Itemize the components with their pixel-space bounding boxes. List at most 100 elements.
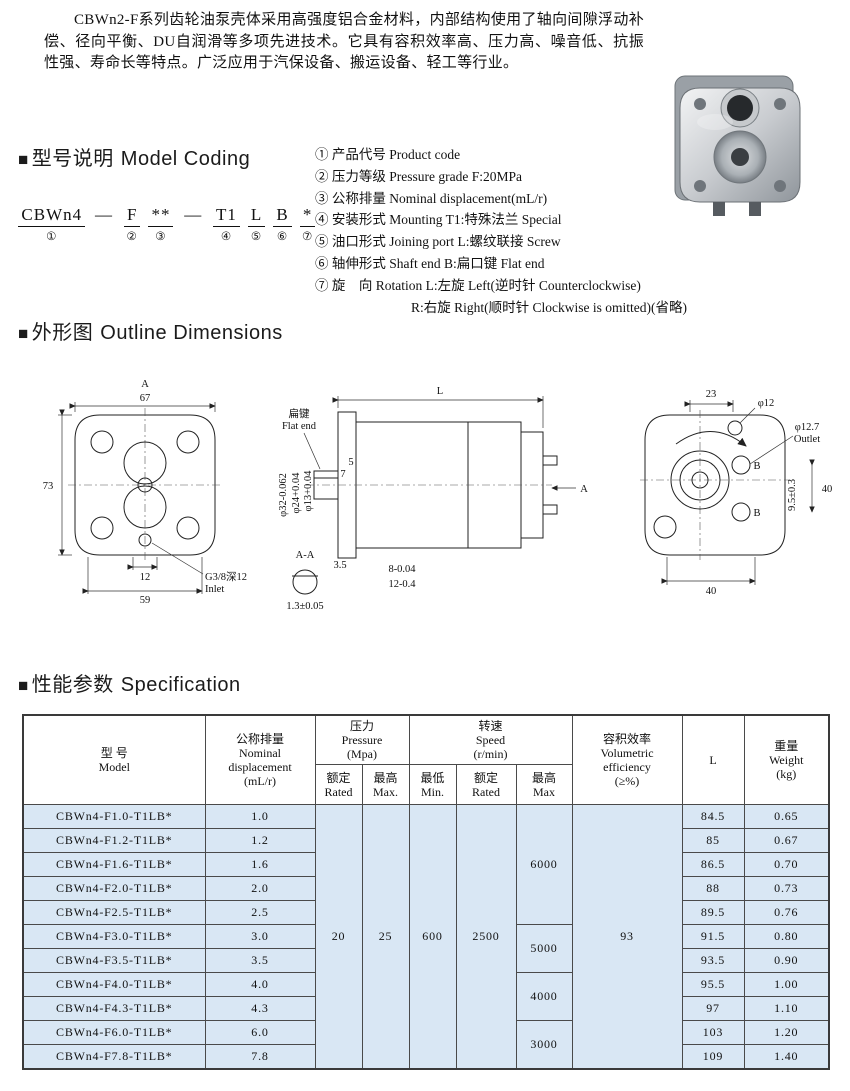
dim-35-label: 3.5 xyxy=(333,560,346,571)
disp-cell: 2.0 xyxy=(204,876,316,901)
spec-row: CBWn4-F2.5-T1LB* 2.5 89.5 0.76 xyxy=(22,900,830,925)
front-view: A 67 73 12 59 G3/8深12 Inlet xyxy=(43,379,247,606)
efficiency-cell: 93 xyxy=(571,804,683,1069)
coding-note: ⑥ 轴伸形式 Shaft end B:扁口键 Flat end xyxy=(315,255,545,271)
disp-cell: 2.5 xyxy=(204,900,316,925)
model-cell: CBWn4-F4.3-T1LB* xyxy=(22,996,206,1021)
disp-cell: 1.6 xyxy=(204,852,316,877)
disp-cell: 3.0 xyxy=(204,924,316,949)
dia-127-label: φ12.7 xyxy=(795,422,819,433)
product-photo xyxy=(674,75,801,216)
section-bullet: ■ xyxy=(18,150,29,169)
model-cell: CBWn4-F4.0-T1LB* xyxy=(22,972,206,997)
dim-67-label: 67 xyxy=(140,393,151,404)
section-title-en: Outline Dimensions xyxy=(100,322,283,344)
header-efficiency: 容积效率 Volumetric efficiency (≥%) xyxy=(571,714,683,805)
header-speed-max: 最高 Max xyxy=(515,764,573,805)
coding-note: ④ 安装形式 Mounting T1:特殊法兰 Special xyxy=(315,212,562,228)
l-cell: 95.5 xyxy=(681,972,745,997)
model-cell: CBWn4-F7.8-T1LB* xyxy=(22,1044,206,1069)
weight-cell: 1.10 xyxy=(743,996,830,1021)
flat-key-en-label: Flat end xyxy=(282,421,317,432)
weight-cell: 1.00 xyxy=(743,972,830,997)
model-cell: CBWn4-F3.5-T1LB* xyxy=(22,948,206,973)
side-view: L 扁键 Flat end φ32-0.062 φ24+0.04 φ13+0.0… xyxy=(278,386,588,612)
section-title-zh: 型号说明 xyxy=(31,148,114,170)
model-cell: CBWn4-F1.6-T1LB* xyxy=(22,852,206,877)
weight-cell: 0.76 xyxy=(743,900,830,925)
l-cell: 91.5 xyxy=(681,924,745,949)
section-bullet: ■ xyxy=(18,324,29,343)
spec-row: CBWn4-F7.8-T1LB* 7.8 109 1.40 xyxy=(22,1044,830,1069)
l-cell: 89.5 xyxy=(681,900,745,925)
rear-view: B B 23 φ12 φ12.7 Outlet 9.5±0.3 40 40 xyxy=(640,389,832,597)
inlet-label: Inlet xyxy=(205,584,224,595)
inlet-thread-label: G3/8深12 xyxy=(205,571,247,583)
dia-24-label: φ24+0.04 xyxy=(291,472,302,514)
spec-row: CBWn4-F4.0-T1LB* 4.0 4000 95.5 1.00 xyxy=(22,972,830,1021)
coding-note: ② 压力等级 Pressure grade F:20MPa xyxy=(315,168,522,184)
dim-12key-label: 12-0.4 xyxy=(388,579,416,590)
coding-note: ③ 公称排量 Nominal displacement(mL/r) xyxy=(315,190,548,206)
spec-row: CBWn4-F3.0-T1LB* 3.0 5000 91.5 0.80 xyxy=(22,924,830,973)
weight-cell: 1.20 xyxy=(743,1020,830,1045)
l-cell: 97 xyxy=(681,996,745,1021)
speed-max-cell: 5000 xyxy=(515,924,573,973)
disp-cell: 7.8 xyxy=(204,1044,316,1069)
dia-13-label: φ13+0.04 xyxy=(303,470,314,512)
speed-max-cell: 3000 xyxy=(515,1020,573,1069)
weight-cell: 0.67 xyxy=(743,828,830,853)
header-l: L xyxy=(681,714,745,805)
speed-min-cell: 600 xyxy=(408,804,457,1069)
l-cell: 103 xyxy=(681,1020,745,1045)
model-cell: CBWn4-F6.0-T1LB* xyxy=(22,1020,206,1045)
section-title-zh: 外形图 xyxy=(31,322,94,344)
pressure-max-cell: 25 xyxy=(361,804,410,1069)
model-coding-notes: ① 产品代号 Product code ② 压力等级 Pressure grad… xyxy=(315,142,832,318)
dia-32-label: φ32-0.062 xyxy=(278,473,289,517)
outline-title: ■外形图 Outline Dimensions xyxy=(18,316,283,345)
dia-12-label: φ12 xyxy=(758,398,775,409)
model-cell: CBWn4-F1.2-T1LB* xyxy=(22,828,206,853)
coding-note: ⑦ 旋 向 Rotation L:左旋 Left(逆时针 Countercloc… xyxy=(315,277,641,293)
code-dash: — xyxy=(94,205,113,224)
header-pressure-max: 最高 Max. xyxy=(361,764,410,805)
disp-cell: 3.5 xyxy=(204,948,316,973)
header-model: 型 号 Model xyxy=(22,714,206,805)
speed-max-cell: 4000 xyxy=(515,972,573,1021)
coding-note: ① 产品代号 Product code xyxy=(315,147,461,162)
header-speed: 转速 Speed (r/min) xyxy=(408,714,573,765)
header-speed-min: 最低 Min. xyxy=(408,764,457,805)
model-cell: CBWn4-F3.0-T1LB* xyxy=(22,924,206,949)
section-arrow-label: A xyxy=(580,484,588,495)
key-7-label: 7 xyxy=(340,469,345,480)
disp-cell: 1.2 xyxy=(204,828,316,853)
header-displacement: 公称排量 Nominal displacement (mL/r) xyxy=(204,714,316,805)
dim-l-label: L xyxy=(437,386,443,397)
weight-cell: 0.65 xyxy=(743,804,830,829)
pressure-rated-cell: 20 xyxy=(314,804,363,1069)
weight-cell: 0.70 xyxy=(743,852,830,877)
section-title-en: Model Coding xyxy=(120,148,251,170)
section-title-zh: 性能参数 xyxy=(31,674,114,696)
disp-cell: 6.0 xyxy=(204,1020,316,1045)
spec-table: 型 号 Model 公称排量 Nominal displacement (mL/… xyxy=(22,714,830,1070)
section-bullet: ■ xyxy=(18,676,29,695)
dim-23-label: 23 xyxy=(706,389,717,400)
flat-key-zh-label: 扁键 xyxy=(289,407,310,420)
tol-label: 1.3±0.05 xyxy=(286,601,323,612)
code-dash: — xyxy=(184,205,203,224)
speed-rated-cell: 2500 xyxy=(455,804,517,1069)
disp-cell: 4.0 xyxy=(204,972,316,997)
disp-cell: 4.3 xyxy=(204,996,316,1021)
l-cell: 85 xyxy=(681,828,745,853)
dim-40-side-label: 40 xyxy=(822,484,833,495)
key-5-label: 5 xyxy=(348,457,353,468)
spec-row: CBWn4-F1.6-T1LB* 1.6 86.5 0.70 xyxy=(22,852,830,877)
dim-95-label: 9.5±0.3 xyxy=(787,479,798,511)
section-label: A-A xyxy=(296,550,315,561)
